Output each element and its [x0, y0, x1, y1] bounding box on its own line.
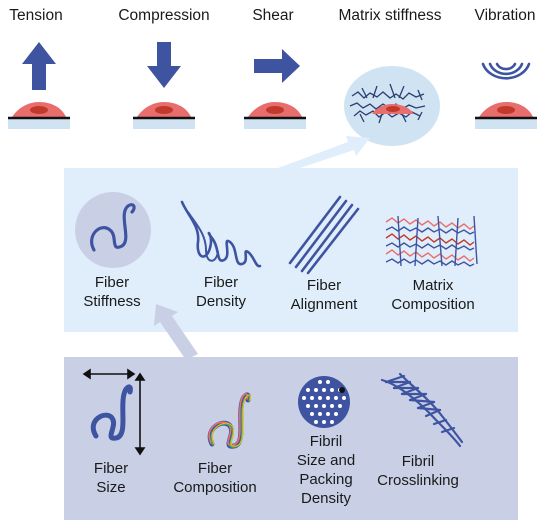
fiber-stiffness-icon [75, 192, 151, 268]
fiber-size-icon [82, 368, 146, 456]
caption-line: Fibril [309, 433, 343, 450]
fibril-dot [322, 404, 326, 408]
caption-matrix-composition: Matrix Composition [391, 276, 474, 314]
shear-icon [244, 49, 306, 129]
fibril-dot [334, 412, 338, 416]
fibril-dot [306, 388, 310, 392]
caption-fiber-alignment: Fiber Alignment [291, 276, 358, 314]
caption-line: Fibril [401, 453, 435, 470]
fibril-dot [330, 388, 334, 392]
fibril-packing-icon [298, 376, 350, 428]
caption-line: Composition [173, 479, 257, 496]
caption-line: Crosslinking [377, 472, 459, 489]
label-vibration: Vibration [474, 7, 536, 24]
fibril-dot [326, 396, 330, 400]
tension-icon [8, 42, 70, 129]
caption-line: Density [300, 490, 352, 507]
caption-line: Fiber [93, 460, 129, 477]
connector-arrow-bottom [154, 304, 198, 360]
caption-fiber-density: Fiber Density [196, 273, 246, 311]
fibril-crosslinking-icon [380, 372, 464, 448]
matrix-composition-icon [385, 215, 478, 267]
fibril-dot [306, 404, 310, 408]
caption-line: Packing [299, 471, 353, 488]
label-tension: Tension [9, 7, 63, 24]
caption-fiber-composition: Fiber Composition [173, 459, 256, 497]
matrix-stiffness-icon [344, 66, 440, 146]
fibril-dot [310, 412, 314, 416]
fibril-dot [342, 396, 346, 400]
fiber-alignment-icon [288, 195, 360, 275]
label-shear: Shear [252, 7, 294, 24]
caption-line: Matrix [412, 277, 454, 294]
fibril-dot [302, 396, 306, 400]
fibril-dot [330, 420, 334, 424]
caption-line: Fiber [306, 277, 342, 294]
fibril-dot [334, 396, 338, 400]
fibril-dot [322, 388, 326, 392]
fiber-composition-icon [207, 392, 251, 449]
fibril-dot [318, 412, 322, 416]
fibril-dot [330, 404, 334, 408]
caption-line: Fiber [203, 274, 239, 291]
label-compression: Compression [118, 7, 210, 24]
compression-icon [133, 42, 195, 129]
caption-line: Fiber [94, 274, 130, 291]
fibril-dot [310, 396, 314, 400]
fibril-dot [322, 420, 326, 424]
caption-fiber-size: Fiber Size [94, 459, 128, 497]
vibration-icon [475, 62, 537, 129]
fibril-dot [314, 420, 318, 424]
caption-fibril-packing: Fibril Size and Packing Density [297, 432, 355, 508]
fibril-dot [318, 380, 322, 384]
caption-line: Stiffness [83, 293, 141, 310]
connector-arrow-top [278, 136, 370, 174]
fibril-dot [318, 396, 322, 400]
fibril-dot [326, 380, 330, 384]
caption-line: Composition [391, 296, 475, 313]
caption-line: Size and [296, 452, 356, 469]
fiber-density-icon [180, 200, 262, 268]
label-matrix-stiffness: Matrix stiffness [338, 7, 442, 24]
caption-line: Density [195, 293, 247, 310]
fibril-dot [338, 404, 342, 408]
fibril-dot [326, 412, 330, 416]
caption-line: Fiber [197, 460, 233, 477]
caption-line: Size [96, 479, 126, 496]
caption-fiber-stiffness: Fiber Stiffness [83, 273, 140, 311]
caption-line: Alignment [290, 296, 358, 313]
fibril-dot [314, 404, 318, 408]
caption-fibril-crosslinking: Fibril Crosslinking [377, 452, 459, 490]
fibril-dot [314, 388, 318, 392]
